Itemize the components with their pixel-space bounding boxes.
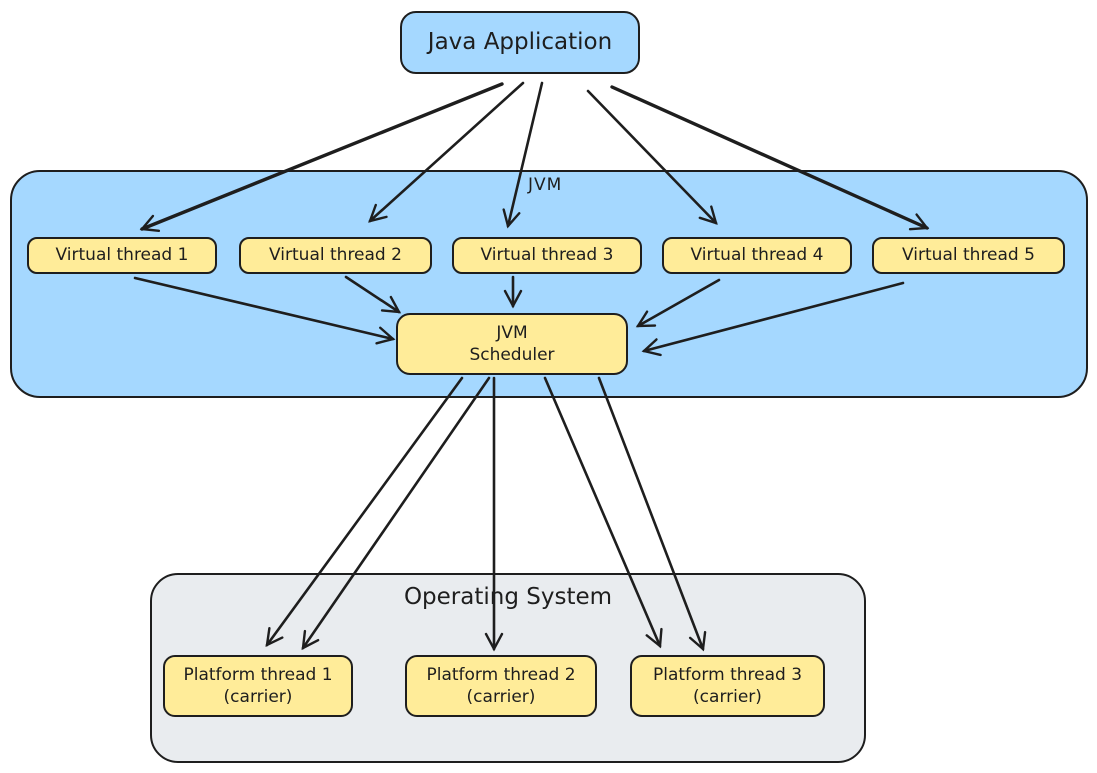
platform-thread-1-node: Platform thread 1 (carrier) xyxy=(163,655,353,717)
jvm-scheduler-label-line1: JVM xyxy=(496,322,528,343)
operating-system-label: Operating System xyxy=(403,584,613,610)
virtual-thread-5-label: Virtual thread 5 xyxy=(902,245,1035,266)
platform-thread-3-label-line1: Platform thread 3 xyxy=(652,664,803,685)
virtual-thread-5-node: Virtual thread 5 xyxy=(872,237,1065,274)
platform-thread-2-label-line1: Platform thread 2 xyxy=(426,664,576,685)
platform-thread-2-label-line2: (carrier) xyxy=(466,687,536,707)
virtual-thread-3-node: Virtual thread 3 xyxy=(452,237,642,274)
jvm-scheduler-label-line2: Scheduler xyxy=(469,345,555,365)
platform-thread-3-label-line2: (carrier) xyxy=(693,687,762,707)
virtual-thread-4-node: Virtual thread 4 xyxy=(662,237,852,274)
virtual-thread-1-label: Virtual thread 1 xyxy=(55,245,189,266)
jvm-container-label: JVM xyxy=(528,175,563,195)
platform-thread-2-node: Platform thread 2 (carrier) xyxy=(405,655,597,717)
virtual-thread-3-label: Virtual thread 3 xyxy=(480,245,614,266)
platform-thread-1-label-line2: (carrier) xyxy=(223,687,293,707)
virtual-thread-2-label: Virtual thread 2 xyxy=(269,245,402,266)
jvm-scheduler-node: JVM Scheduler xyxy=(396,313,628,375)
java-application-label: Java Application xyxy=(427,28,613,55)
platform-thread-3-node: Platform thread 3 (carrier) xyxy=(630,655,825,717)
virtual-thread-4-label: Virtual thread 4 xyxy=(690,245,824,266)
virtual-thread-2-node: Virtual thread 2 xyxy=(239,237,432,274)
platform-thread-1-label-line1: Platform thread 1 xyxy=(183,664,333,685)
virtual-thread-1-node: Virtual thread 1 xyxy=(27,237,217,274)
java-application-node: Java Application xyxy=(400,11,640,74)
